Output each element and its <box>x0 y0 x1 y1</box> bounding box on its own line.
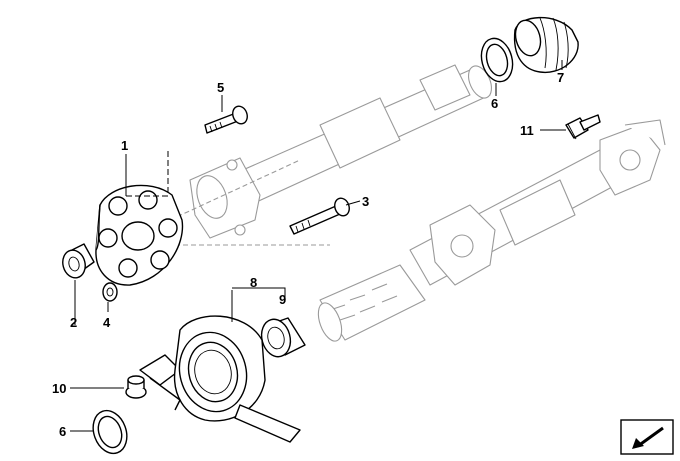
center-bearing-part-8[interactable] <box>139 315 301 443</box>
bearing-ring-part-6-top[interactable] <box>477 35 517 85</box>
leader-lines <box>70 60 566 432</box>
callout-10: 10 <box>52 381 66 396</box>
flex-disc-part-1[interactable] <box>95 184 184 286</box>
callout-6-top: 6 <box>491 96 498 111</box>
propeller-shaft-ghost <box>169 64 666 342</box>
callout-2: 2 <box>70 315 77 330</box>
boot-part-7[interactable] <box>512 16 579 74</box>
centering-sleeve-part-2[interactable] <box>60 243 95 280</box>
screw-part-11[interactable] <box>565 114 601 140</box>
bush-part-4[interactable] <box>102 282 118 302</box>
callout-5: 5 <box>217 80 224 95</box>
callout-8: 8 <box>250 275 257 290</box>
callout-7: 7 <box>557 70 564 85</box>
bolt-part-5[interactable] <box>204 104 250 134</box>
bolt-part-3[interactable] <box>289 196 352 235</box>
callout-11: 11 <box>520 123 534 138</box>
bearing-part-9[interactable] <box>258 316 306 360</box>
callout-labels: 1 2 3 4 5 6 6 7 8 9 10 11 <box>52 70 564 439</box>
callout-9: 9 <box>279 292 286 307</box>
stopper-part-10[interactable] <box>125 375 147 399</box>
callout-4: 4 <box>103 315 111 330</box>
callout-3: 3 <box>362 194 369 209</box>
bearing-ring-part-6-bottom[interactable] <box>87 406 132 458</box>
callout-6-bottom: 6 <box>59 424 66 439</box>
arrow-down-left-icon <box>620 419 674 455</box>
callout-1: 1 <box>121 138 128 153</box>
